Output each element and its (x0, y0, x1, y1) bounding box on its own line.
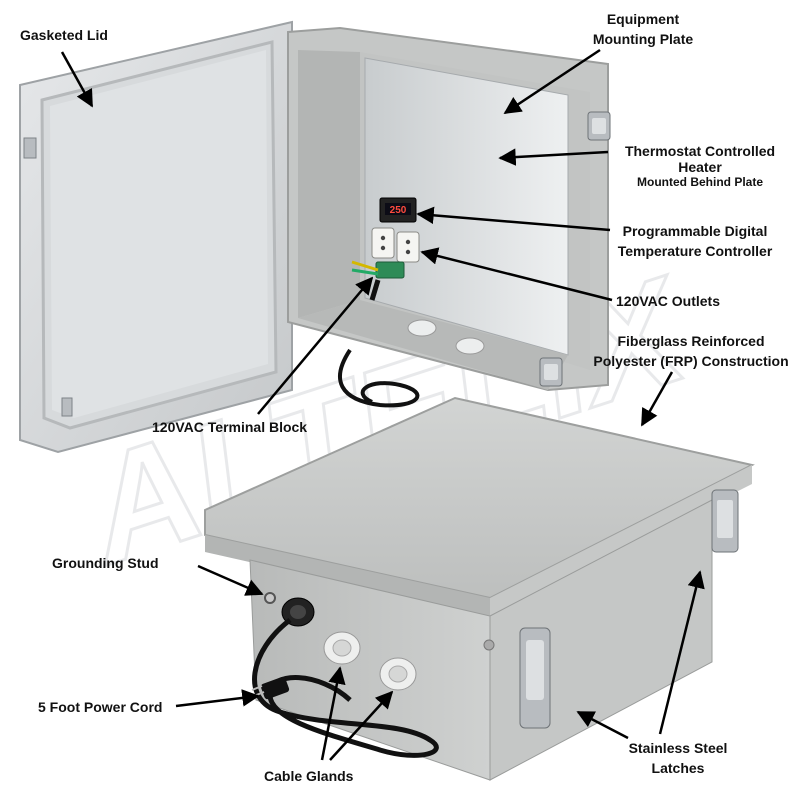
label-equipment-plate-line1: Equipment (606, 11, 680, 27)
gasketed-lid (19, 20, 293, 454)
label-latches: Stainless Steel Latches (608, 738, 748, 778)
cable-gland-right (379, 657, 417, 691)
label-power-cord: 5 Foot Power Cord (38, 699, 163, 715)
label-controller-line1: Programmable Digital (622, 223, 768, 239)
latch-closed-right (711, 489, 739, 553)
cable-gland-left (323, 631, 361, 665)
floor-gland-left (407, 319, 437, 337)
label-frp: Fiberglass Reinforced Polyester (FRP) Co… (586, 331, 796, 371)
power-cord-gland (281, 597, 315, 627)
floor-gland-right (455, 337, 485, 355)
latch-upper-right (587, 111, 611, 141)
terminal-block (351, 260, 405, 301)
label-latches-line1: Stainless Steel (628, 740, 728, 756)
digital-temperature-controller: 250 (379, 197, 417, 223)
arrow-power-cord (175, 689, 260, 708)
closed-enclosure (204, 396, 755, 781)
arrow-equipment-plate (503, 48, 601, 115)
label-outlets: 120VAC Outlets (616, 293, 720, 309)
open-enclosure: 250 (19, 20, 611, 454)
power-cord-top (338, 348, 420, 408)
arrow-cable-gland-left (320, 666, 346, 761)
latch-lower-right (539, 357, 563, 387)
enclosure-body-open (287, 26, 611, 392)
outlets (371, 227, 420, 263)
arrow-grounding-stud (197, 564, 264, 596)
label-latches-line2: Latches (651, 760, 705, 776)
label-cable-glands: Cable Glands (264, 768, 354, 784)
arrow-frp (640, 371, 674, 427)
grounding-stud (264, 592, 276, 604)
arrow-heater (498, 148, 609, 166)
arrow-terminal-block (257, 276, 374, 415)
label-equipment-plate: Equipment Mounting Plate (578, 9, 708, 49)
label-heater: Thermostat Controlled Heater Mounted Beh… (610, 143, 790, 189)
label-controller: Programmable Digital Temperature Control… (605, 221, 785, 261)
label-heater-line2: Heater (678, 159, 722, 175)
label-grounding-stud: Grounding Stud (52, 555, 159, 571)
controller-readout: 250 (390, 205, 407, 216)
label-heater-line1: Thermostat Controlled (624, 143, 776, 159)
label-equipment-plate-line2: Mounting Plate (592, 31, 694, 47)
label-frp-line1: Fiberglass Reinforced (617, 333, 765, 349)
label-heater-note: Mounted Behind Plate (637, 175, 763, 189)
label-gasketed-lid: Gasketed Lid (20, 27, 108, 43)
callout-arrows (60, 48, 705, 761)
label-frp-line2: Polyester (FRP) Construction (593, 353, 789, 369)
arrow-latch-front (576, 710, 629, 740)
label-terminal-block: 120VAC Terminal Block (152, 419, 308, 435)
latch-closed-front (519, 627, 551, 729)
arrow-latch-right (658, 570, 705, 735)
arrow-cable-gland-right (329, 690, 394, 761)
arrow-controller (416, 206, 611, 232)
arrow-gasketed-lid (60, 51, 94, 108)
arrow-outlets (420, 247, 613, 302)
label-controller-line2: Temperature Controller (617, 243, 773, 259)
